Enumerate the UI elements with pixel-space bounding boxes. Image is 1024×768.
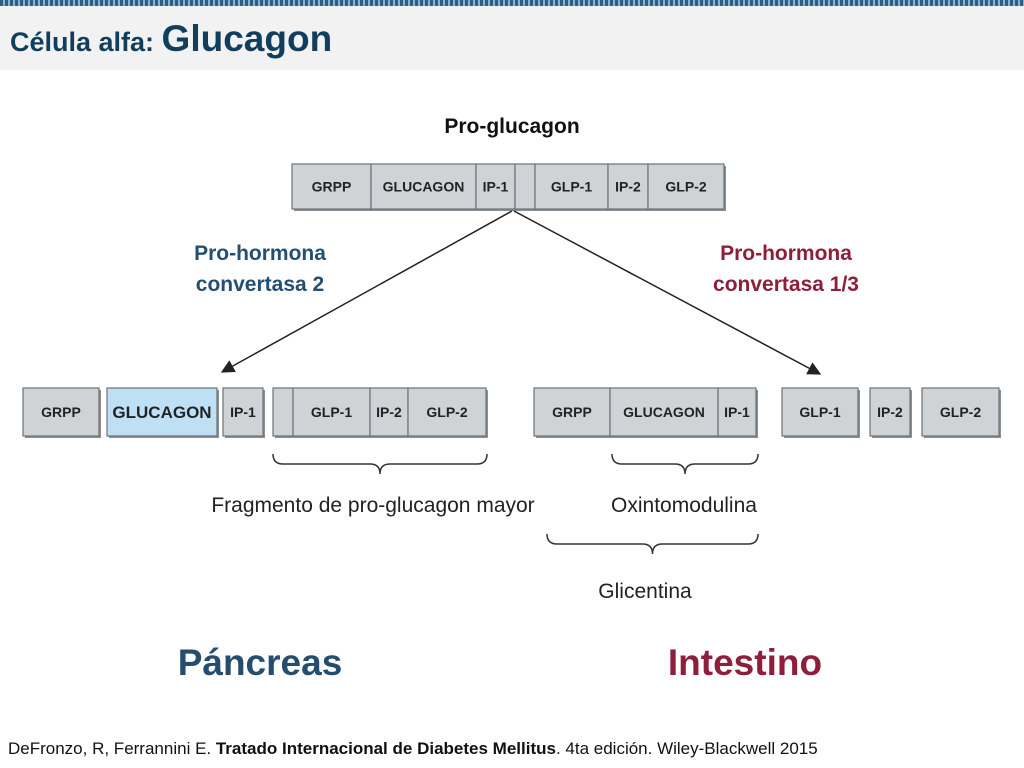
major-fragment-brace bbox=[272, 453, 488, 475]
top-stripe bbox=[0, 0, 1024, 6]
proglucagon-segment-glp-1 bbox=[534, 163, 609, 210]
major-fragment-label: Fragmento de pro-glucagon mayor bbox=[211, 494, 535, 517]
glicentin-brace bbox=[546, 533, 759, 555]
proglucagon-segment-grpp bbox=[291, 163, 372, 210]
reference-book: Tratado Internacional de Diabetes Mellit… bbox=[215, 739, 556, 758]
pancreas-major-fragment-label-glp-1: GLP-1 bbox=[311, 404, 352, 420]
proglucagon-label-ip-1: IP-1 bbox=[483, 179, 509, 195]
intestine-glicentin-part-label-grpp: GRPP bbox=[552, 404, 592, 420]
slide-title: Célula alfa: Glucagon bbox=[10, 18, 332, 60]
intestine-label: Intestino bbox=[667, 642, 823, 683]
intestine-glp1-segment-glp-1 bbox=[781, 387, 859, 437]
pancreas-grpp-label-grpp: GRPP bbox=[41, 404, 81, 420]
pancreas-label: Páncreas bbox=[177, 642, 343, 683]
proglucagon-label-glp-1: GLP-1 bbox=[551, 179, 592, 195]
intestine-glp2-label-glp-2: GLP-2 bbox=[940, 404, 981, 420]
intestine-ip2-label-ip-2: IP-2 bbox=[877, 404, 903, 420]
pc13-enzyme-label: Pro-hormona convertasa 1/3 bbox=[676, 238, 896, 300]
intestine-ip2-segment-ip-2 bbox=[869, 387, 911, 437]
pancreas-major-fragment-segment-blank bbox=[272, 387, 294, 437]
pancreas-glucagon-label-glucagon: GLUCAGON bbox=[112, 403, 211, 422]
pc2-line-1: Pro-hormona bbox=[194, 242, 326, 265]
pancreas-major-fragment-segment-glp-1 bbox=[292, 387, 371, 437]
pancreas-grpp-segment-grpp bbox=[22, 387, 100, 437]
proglucagon-segment-ip-1 bbox=[475, 163, 516, 210]
oxyntomodulin-brace bbox=[611, 453, 759, 475]
intestine-glicentin-part-label-glucagon: GLUCAGON bbox=[623, 404, 705, 420]
proglucagon-segment-glp-2 bbox=[647, 163, 725, 210]
proglucagon-label-ip-2: IP-2 bbox=[615, 179, 641, 195]
intestine-glicentin-part-segment-ip-1 bbox=[717, 387, 757, 437]
pc13-line-2: convertasa 1/3 bbox=[713, 273, 859, 296]
title-main: Glucagon bbox=[161, 18, 333, 59]
proglucagon-label-glp-2: GLP-2 bbox=[665, 179, 706, 195]
pancreas-glucagon-segment-glucagon bbox=[106, 387, 218, 437]
pancreas-major-fragment-label-glp-2: GLP-2 bbox=[426, 404, 467, 420]
proglucagon-segment-blank bbox=[514, 163, 536, 210]
proglucagon-label-glucagon: GLUCAGON bbox=[383, 179, 465, 195]
pancreas-major-fragment-segment-glp-2 bbox=[407, 387, 487, 437]
pancreas-ip1-label-ip-1: IP-1 bbox=[230, 404, 256, 420]
glicentin-label: Glicentina bbox=[598, 580, 692, 603]
oxyntomodulin-label: Oxintomodulina bbox=[611, 494, 757, 517]
intestine-glicentin-part-segment-glucagon bbox=[609, 387, 719, 437]
reference-edition: . 4ta edición. Wiley-Blackwell 2015 bbox=[555, 739, 818, 758]
proglucagon-label-grpp: GRPP bbox=[312, 179, 352, 195]
pancreas-ip1-segment-ip-1 bbox=[222, 387, 264, 437]
pancreas-major-fragment-label-ip-2: IP-2 bbox=[376, 404, 402, 420]
proglucagon-label: Pro-glucagon bbox=[444, 115, 580, 138]
pc13-line-1: Pro-hormona bbox=[720, 242, 852, 265]
intestine-glicentin-part-label-ip-1: IP-1 bbox=[724, 404, 750, 420]
intestine-glp2-segment-glp-2 bbox=[921, 387, 1000, 437]
pc2-arrow bbox=[220, 210, 513, 373]
pc2-line-2: convertasa 2 bbox=[195, 273, 325, 296]
reference-authors: DeFronzo, R, Ferrannini E. bbox=[8, 739, 216, 758]
pancreas-major-fragment-segment-ip-2 bbox=[369, 387, 409, 437]
pc13-arrow bbox=[513, 210, 822, 375]
pc2-enzyme-label: Pro-hormona convertasa 2 bbox=[150, 238, 370, 300]
intestine-glp1-label-glp-1: GLP-1 bbox=[799, 404, 840, 420]
reference-citation: DeFronzo, R, Ferrannini E. Tratado Inter… bbox=[8, 739, 818, 759]
title-prefix: Célula alfa: bbox=[10, 27, 162, 57]
title-band bbox=[0, 6, 1024, 70]
